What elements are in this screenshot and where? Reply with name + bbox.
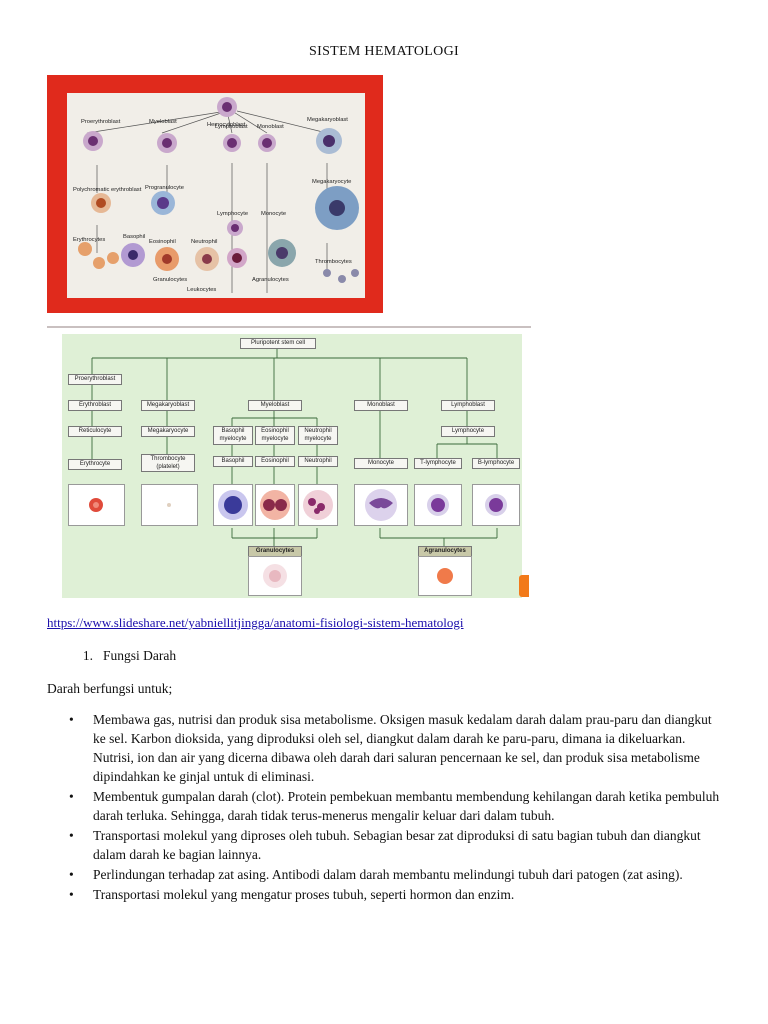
agranulocytes-image xyxy=(418,556,472,596)
figure-1-panel: Hemocytoblast Proerythroblast Myeloblast… xyxy=(67,93,365,298)
basophil-myelocyte-box: Basophil myelocyte xyxy=(213,426,253,445)
reticulocyte-box: Reticulocyte xyxy=(68,426,122,437)
myeloblast-box: Myeloblast xyxy=(248,400,302,411)
proerythroblast-box: Proerythroblast xyxy=(68,374,122,385)
bullet-icon: • xyxy=(69,887,74,902)
label-myeloblast: Myeloblast xyxy=(149,119,177,125)
label-monocyte: Monocyte xyxy=(261,211,286,217)
megakaryocyte-box: Megakaryocyte xyxy=(141,426,195,437)
label-agranulocytes: Agranulocytes xyxy=(252,277,289,283)
section-heading: 1. Fungsi Darah xyxy=(47,648,176,664)
basophil-image xyxy=(213,484,253,526)
label-neutrophil: Neutrophil xyxy=(191,239,217,245)
monoblast-box: Monoblast xyxy=(354,400,408,411)
hematopoiesis-figure-2: Pluripotent stem cell Proerythroblast Er… xyxy=(47,326,531,604)
label-polychromatic: Polychromatic erythroblast xyxy=(73,187,142,193)
lymphocyte-box: Lymphocyte xyxy=(441,426,495,437)
label-megakaryocyte: Megakaryocyte xyxy=(312,179,351,185)
thrombocyte-image xyxy=(141,484,198,526)
label-monoblast: Monoblast xyxy=(257,124,284,130)
t-lymphocyte-box: T-lymphocyte xyxy=(414,458,462,469)
b-lymphocyte-box: B-lymphocyte xyxy=(472,458,520,469)
megakaryoblast-box: Megakaryoblast xyxy=(141,400,195,411)
figure-2-panel: Pluripotent stem cell Proerythroblast Er… xyxy=(62,334,522,598)
document-title: SISTEM HEMATOLOGI xyxy=(309,44,459,59)
lymphoblast-box: Lymphoblast xyxy=(441,400,495,411)
neutrophil-box: Neutrophil xyxy=(298,456,338,467)
pluripotent-stem-cell-box: Pluripotent stem cell xyxy=(240,338,316,349)
source-link[interactable]: https://www.slideshare.net/yabniellitjin… xyxy=(47,615,464,630)
label-hemocytoblast: Hemocytoblast xyxy=(207,122,246,128)
label-leukocytes: Leukocytes xyxy=(187,287,216,293)
monocyte-image xyxy=(354,484,408,526)
orange-page-marker xyxy=(519,575,529,597)
list-item: •Transportasi molekul yang diproses oleh… xyxy=(69,828,701,862)
bullet-icon: • xyxy=(69,712,74,727)
list-item: •Transportasi molekul yang mengatur pros… xyxy=(69,887,515,902)
label-proerythroblast: Proerythroblast xyxy=(81,119,121,125)
label-progranulocyte: Progranulocyte xyxy=(145,185,184,191)
list-item: •Membawa gas, nutrisi dan produk sisa me… xyxy=(69,712,712,784)
label-thrombocytes: Thrombocytes xyxy=(315,259,352,265)
section-number: 1. xyxy=(82,648,93,663)
figure-2-connectors xyxy=(91,348,498,546)
t-lymphocyte-image xyxy=(414,484,462,526)
bullet-icon: • xyxy=(69,867,74,882)
eosinophil-myelocyte-box: Eosinophil myelocyte xyxy=(255,426,295,445)
label-basophil: Basophil xyxy=(123,234,145,240)
bullet-icon: • xyxy=(69,828,74,843)
neutrophil-myelocyte-box: Neutrophil myelocyte xyxy=(298,426,338,445)
b-lymphocyte-image xyxy=(472,484,520,526)
label-lymphocyte: Lymphocyte xyxy=(217,211,248,217)
hematopoiesis-figure-1: Hemocytoblast Proerythroblast Myeloblast… xyxy=(47,75,383,313)
label-lymphoblast: Lymphoblast xyxy=(215,124,248,130)
label-erythrocytes: Erythrocytes xyxy=(73,237,105,243)
label-eosinophil: Eosinophil xyxy=(149,239,176,245)
label-megakaryoblast: Megakaryoblast xyxy=(307,117,348,123)
eosinophil-image xyxy=(255,484,295,526)
figure-1-diagram: Hemocytoblast Proerythroblast Myeloblast… xyxy=(73,97,359,293)
neutrophil-image xyxy=(298,484,338,526)
label-granulocytes: Granulocytes xyxy=(153,277,187,283)
basophil-box: Basophil xyxy=(213,456,253,467)
granulocytes-image xyxy=(248,556,302,596)
list-item: •Perlindungan terhadap zat asing. Antibo… xyxy=(69,867,683,882)
thrombocyte-box: Thrombocyte (platelet) xyxy=(141,454,195,472)
intro-text: Darah berfungsi untuk; xyxy=(47,681,173,696)
erythrocyte-box: Erythrocyte xyxy=(68,459,122,470)
monocyte-box: Monocyte xyxy=(354,458,408,469)
bullet-list: •Membawa gas, nutrisi dan produk sisa me… xyxy=(47,710,727,905)
erythroblast-box: Erythroblast xyxy=(68,400,122,411)
erythrocyte-image xyxy=(68,484,125,526)
bullet-icon: • xyxy=(69,789,74,804)
section-title: Fungsi Darah xyxy=(103,648,177,663)
eosinophil-box: Eosinophil xyxy=(255,456,295,467)
list-item: •Membentuk gumpalan darah (clot). Protei… xyxy=(69,789,720,823)
